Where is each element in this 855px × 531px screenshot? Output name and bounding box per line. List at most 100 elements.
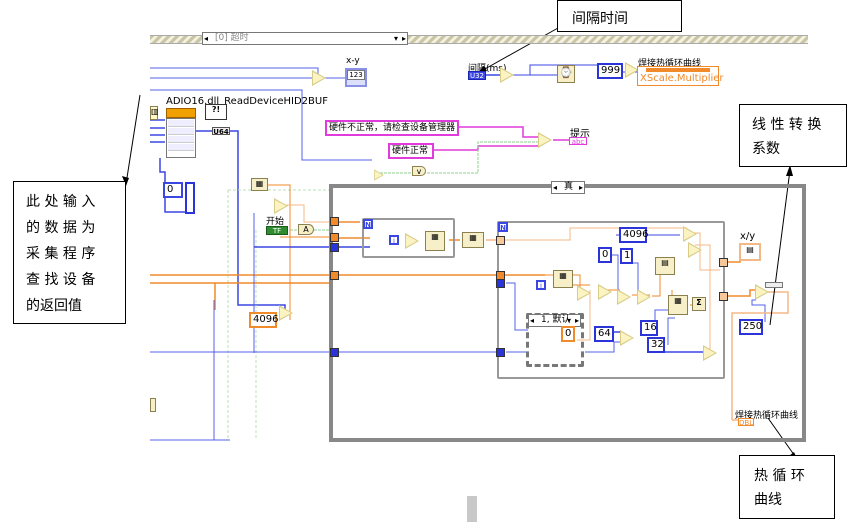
decrement-arrow-icon[interactable]: ◂ bbox=[530, 316, 535, 325]
add-primitive bbox=[617, 289, 631, 305]
callout-linear-coefficient-line1: 线 性 转 换 bbox=[752, 117, 822, 133]
dropdown-icon[interactable]: ▾ bbox=[393, 34, 398, 43]
add-primitive bbox=[620, 330, 634, 346]
sum-array-primitive: Σ bbox=[692, 297, 706, 311]
array-index-constant[interactable]: 0 bbox=[163, 182, 183, 198]
compare-primitive-top bbox=[274, 198, 288, 214]
loop-count-terminal: N bbox=[363, 219, 373, 229]
for-loop-1 bbox=[362, 218, 455, 258]
divide-primitive bbox=[625, 62, 639, 78]
property-node-header bbox=[646, 68, 710, 72]
thirtytwo-constant[interactable]: 32 bbox=[647, 337, 665, 353]
event-structure-frame-right bbox=[408, 35, 808, 44]
callout-input-note: 此 处 输 入 的 数 据 为 采 集 程 序 查 找 设 备 的返回值 bbox=[13, 181, 126, 324]
xscale-value: 999 bbox=[601, 65, 621, 76]
zero-value: 0 bbox=[602, 249, 609, 260]
add-primitive-bottom bbox=[703, 345, 717, 361]
zero-constant[interactable]: 0 bbox=[598, 247, 612, 263]
tunnel bbox=[496, 236, 505, 245]
error-handler-icon[interactable]: ?! bbox=[205, 104, 227, 120]
equal-zero-primitive bbox=[374, 169, 384, 181]
hw-error-message-text: 硬件不正常，请检查设备管理器 bbox=[329, 123, 456, 133]
add-primitive-top bbox=[683, 226, 697, 242]
xy-cluster-label: x/y bbox=[740, 231, 756, 242]
multiply-primitive-scale bbox=[755, 284, 769, 300]
partial-node-icon bbox=[150, 398, 156, 412]
sixteen-value: 16 bbox=[644, 322, 657, 333]
increment-arrow-icon[interactable]: ▸ bbox=[578, 183, 583, 192]
graph-terminal-label: 焊接热循环曲线 bbox=[735, 411, 799, 421]
multiply-primitive bbox=[637, 289, 651, 305]
build-array-node[interactable]: ▦ bbox=[462, 232, 484, 248]
increment-primitive bbox=[500, 67, 514, 83]
index-array-node-right[interactable]: ▦ bbox=[668, 295, 688, 315]
array-subset-node[interactable]: ▤ bbox=[655, 257, 675, 275]
callout-input-note-line: 查 找 设 备 bbox=[26, 272, 96, 288]
tunnel bbox=[496, 348, 505, 357]
property-node[interactable]: XScale.Multiplier bbox=[637, 66, 724, 86]
one-constant[interactable]: 1 bbox=[620, 248, 633, 264]
loop-count-terminal: N bbox=[498, 222, 508, 232]
interval-control-terminal[interactable]: U32 bbox=[468, 71, 486, 80]
dll-call-node-header[interactable] bbox=[166, 108, 196, 118]
tunnel bbox=[330, 233, 339, 242]
hw-error-message-constant[interactable]: 硬件不正常，请检查设备管理器 bbox=[325, 120, 459, 136]
callout-input-note-line: 的 数 据 为 bbox=[26, 220, 96, 236]
callout-interval: 间隔时间 bbox=[557, 0, 682, 32]
callout-input-note-line: 此 处 输 入 bbox=[26, 194, 96, 210]
scrollbar-thumb[interactable] bbox=[467, 496, 477, 522]
multiply-primitive bbox=[577, 285, 591, 301]
dropdown-icon[interactable]: ▾ bbox=[566, 316, 571, 325]
threshold-4096-right-value: 4096 bbox=[623, 229, 649, 240]
replace-array-subset-node[interactable]: ▦ bbox=[425, 231, 445, 251]
start-button-terminal[interactable]: TF bbox=[266, 226, 288, 235]
index-array-node[interactable]: ▦ bbox=[251, 178, 268, 191]
sixtyfour-constant[interactable]: 64 bbox=[594, 326, 614, 342]
linear-coefficient-constant[interactable]: 250 bbox=[739, 319, 763, 335]
case-selector[interactable]: ◂ 真 ▸ bbox=[551, 181, 585, 194]
tunnel bbox=[496, 279, 505, 288]
xy-cluster-terminal: ▤ bbox=[739, 243, 761, 261]
array-constant[interactable] bbox=[185, 182, 195, 214]
dll-call-node-params[interactable] bbox=[166, 118, 196, 158]
callout-thermal-curve: 热 循 环 曲线 bbox=[739, 455, 835, 519]
increment-arrow-icon[interactable]: ▸ bbox=[401, 34, 406, 43]
subtract-primitive bbox=[312, 70, 326, 86]
callout-thermal-curve-line2: 曲线 bbox=[754, 492, 782, 508]
xy-indicator-label: x-y bbox=[346, 56, 360, 66]
prompt-indicator-label: 提示 bbox=[570, 129, 590, 140]
inner-case-label: 1, 默认 bbox=[541, 315, 571, 325]
thirtytwo-value: 32 bbox=[651, 339, 664, 350]
tunnel bbox=[330, 243, 339, 252]
decrement-arrow-icon[interactable]: ◂ bbox=[553, 183, 558, 192]
hw-ok-message-constant[interactable]: 硬件正常 bbox=[388, 143, 434, 159]
inner-zero-constant[interactable]: 0 bbox=[561, 326, 575, 342]
tunnel bbox=[719, 292, 728, 301]
convert-node bbox=[765, 282, 783, 288]
start-button-label: 开始 bbox=[266, 217, 285, 227]
divide-primitive-right bbox=[688, 242, 702, 258]
property-node-label: 焊接热循环曲线 bbox=[638, 59, 702, 69]
inner-case-selector[interactable]: ◂ 1, 默认 ▾ ▸ bbox=[528, 314, 581, 327]
callout-interval-text: 间隔时间 bbox=[572, 11, 628, 27]
threshold-4096-right-constant[interactable]: 4096 bbox=[619, 227, 649, 243]
increment-arrow-icon[interactable]: ▸ bbox=[574, 316, 579, 325]
compare-primitive-left bbox=[279, 305, 293, 321]
tunnel bbox=[330, 271, 339, 280]
u64-conversion: U64 bbox=[212, 127, 230, 136]
xscale-multiplier-property[interactable]: XScale.Multiplier bbox=[640, 73, 724, 84]
xscale-constant[interactable]: 999 bbox=[597, 63, 623, 79]
callout-input-note-line: 的返回值 bbox=[26, 298, 82, 314]
loop-index-terminal: i bbox=[536, 280, 546, 290]
event-case-selector[interactable]: ◂ [0] 超时 ▾ ▸ bbox=[202, 32, 408, 45]
decrement-arrow-icon[interactable]: ◂ bbox=[204, 34, 209, 43]
multiply-primitive bbox=[405, 233, 419, 249]
index-array-node-inner[interactable]: ▦ bbox=[553, 270, 573, 288]
sixteen-constant[interactable]: 16 bbox=[640, 320, 658, 336]
interval-control-label: 间隔(ms) bbox=[468, 64, 507, 74]
add-primitive bbox=[598, 284, 612, 300]
inner-zero-value: 0 bbox=[565, 328, 572, 339]
threshold-4096-left-constant[interactable]: 4096 bbox=[249, 312, 278, 328]
tunnel bbox=[330, 217, 339, 226]
wait-ms-node[interactable]: ⌚ bbox=[557, 65, 575, 83]
